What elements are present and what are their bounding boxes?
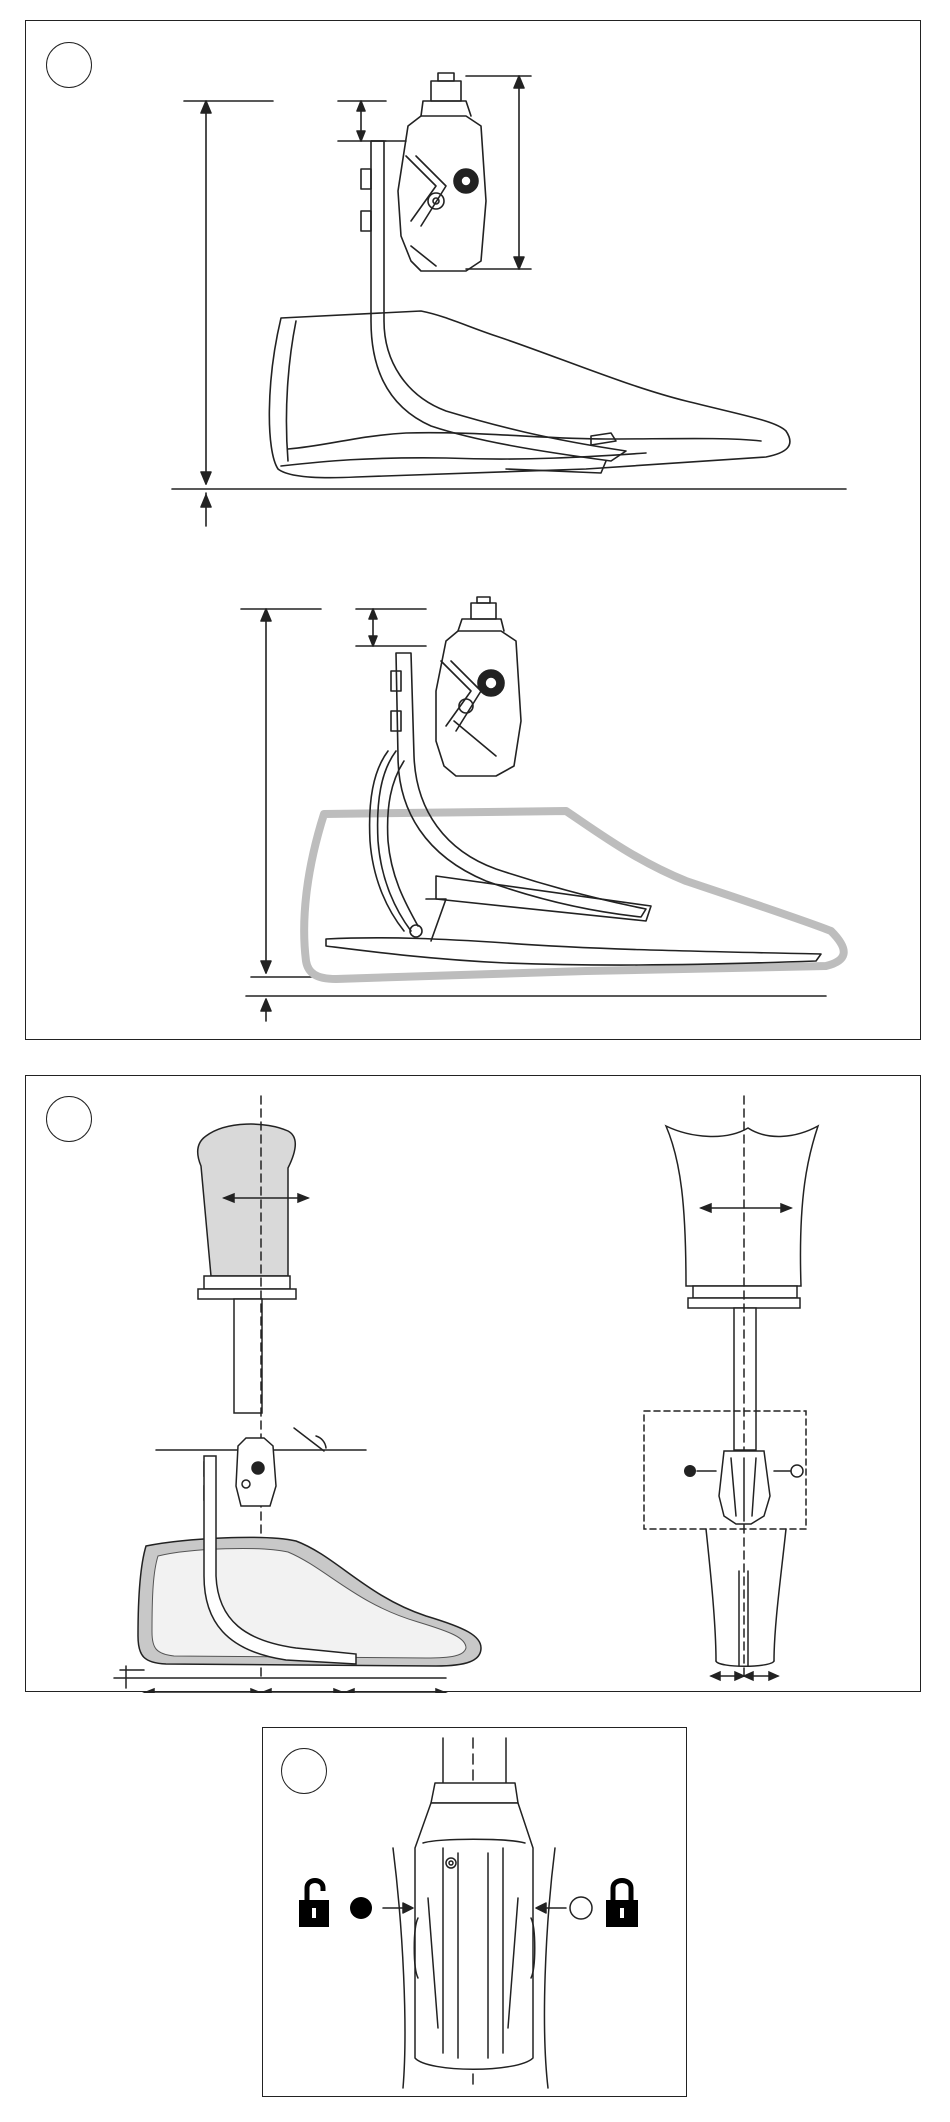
open-circle-icon [570,1897,592,1919]
lower-top-offset-dimension [356,609,426,646]
open-circle-icon [791,1465,803,1477]
overall-height-dimension [172,101,846,526]
figure-3-panel [262,1727,687,2097]
filled-circle-icon [350,1897,372,1919]
ankle-height-dimension [466,76,531,269]
figure-1-drawing [26,21,922,1041]
open-padlock-icon [299,1881,329,1928]
foot-shell-upper [269,311,790,478]
socket-side-view [198,1124,296,1413]
ankle-unit-upper [398,73,486,271]
figure-2-panel [25,1075,921,1692]
carbon-foot-blade-upper [371,141,626,473]
closed-padlock-icon [606,1881,638,1928]
figure-2-drawing [26,1076,922,1693]
filled-circle-icon [684,1465,696,1477]
socket-front-view [666,1126,818,1450]
top-offset-dimension [338,101,386,141]
figure-3-drawing [263,1728,688,2098]
figure-1-panel [25,20,921,1040]
